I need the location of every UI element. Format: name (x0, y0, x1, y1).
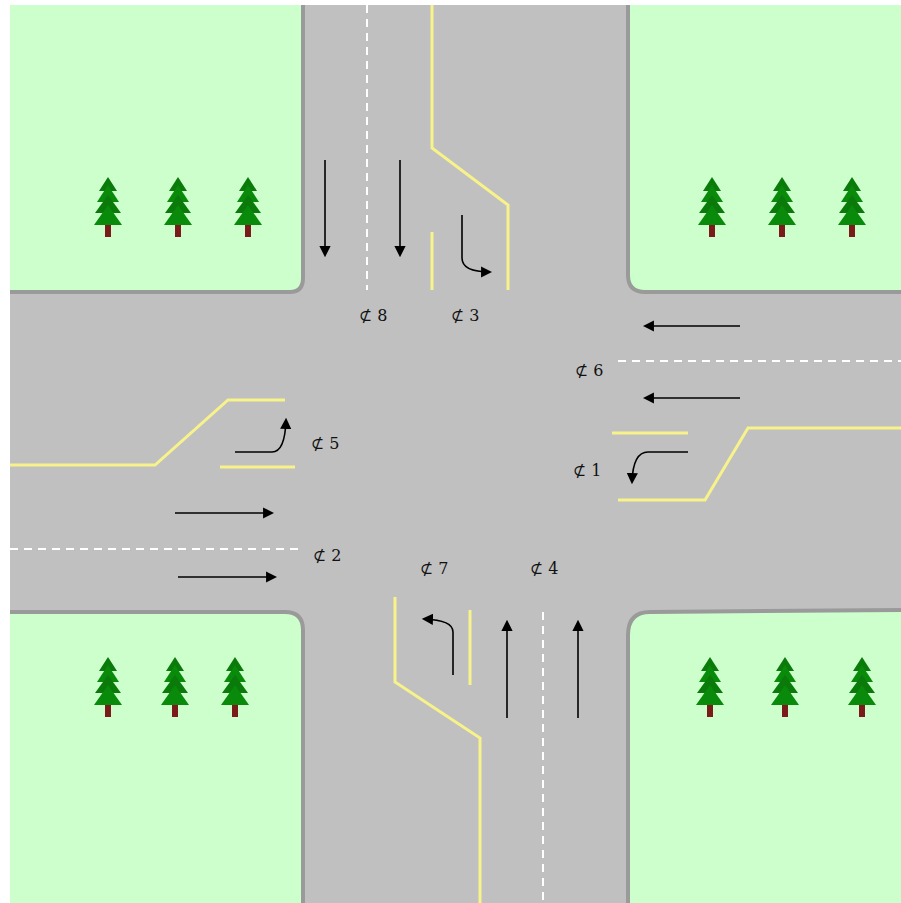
phase-label: ⊄ 5 (311, 436, 340, 452)
phase-label: ⊄ 1 (573, 463, 602, 479)
phase-label: ⊄ 8 (359, 308, 388, 324)
phase-label: ⊄ 2 (313, 548, 342, 564)
phase-label: ⊄ 4 (530, 561, 559, 577)
phase-label: ⊄ 7 (420, 561, 449, 577)
phase-label: ⊄ 6 (575, 363, 604, 379)
phase-label: ⊄ 3 (451, 308, 480, 324)
